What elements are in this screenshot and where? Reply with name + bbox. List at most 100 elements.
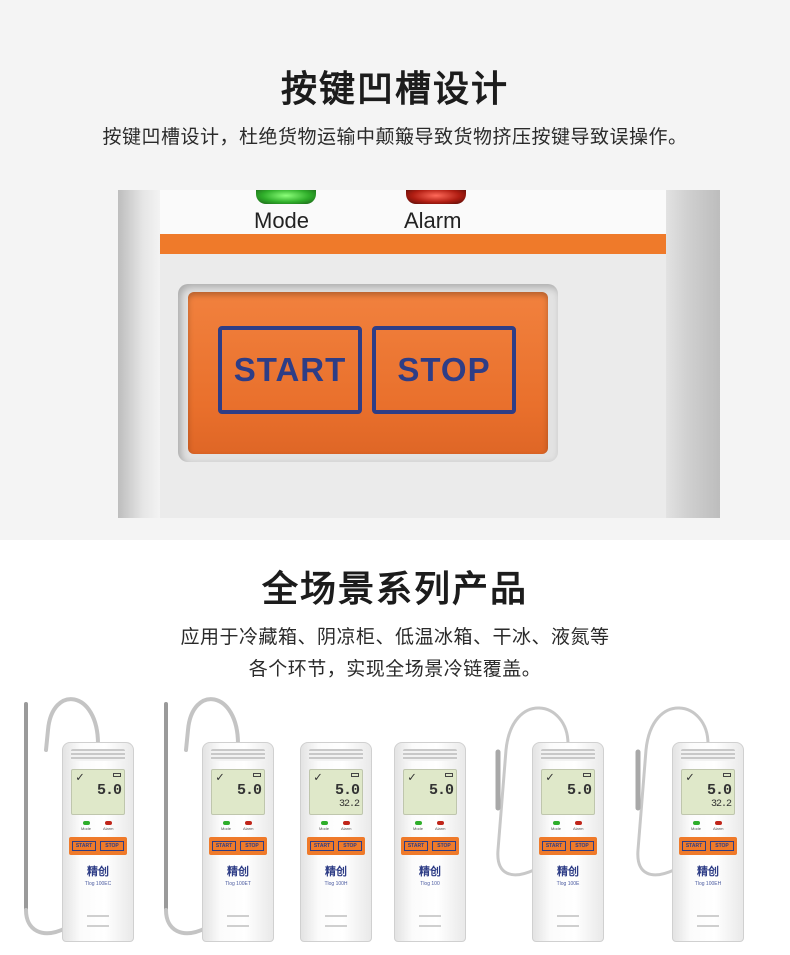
start-button[interactable]: START [310, 841, 334, 851]
model-label: Tlog 100E [556, 881, 580, 887]
probe-cable-icon [164, 697, 240, 936]
logger-body: ✓ 5.0 Mode Alarm START STOP 精创 Tlog 100E… [62, 742, 134, 942]
indicator-leds: Mode Alarm [549, 821, 589, 833]
mode-label: Mode [551, 826, 562, 831]
device-left-edge [118, 190, 160, 518]
brand-logo: 精创 [87, 865, 109, 878]
stop-button[interactable]: STOP [338, 841, 362, 851]
stop-button[interactable]: STOP [240, 841, 264, 851]
hanger-notch [325, 915, 347, 927]
start-button[interactable]: START [72, 841, 96, 851]
battery-icon [723, 773, 731, 777]
mode-label: Mode [254, 208, 310, 233]
alarm-led-icon [406, 190, 466, 204]
brand-logo: 精创 [557, 865, 579, 878]
alarm-label: Alarm [103, 826, 114, 831]
alarm-led-icon [343, 821, 350, 825]
brand-logo: 精创 [697, 865, 719, 878]
stop-button[interactable]: STOP [432, 841, 456, 851]
alarm-label: Alarm [435, 826, 446, 831]
indicator-leds: Mode Alarm [219, 821, 259, 833]
product-card: ✓ 5.0 Mode Alarm START STOP 精创 Tlog 100E… [12, 690, 138, 955]
alarm-label: Alarm [404, 208, 462, 233]
temperature-readout: 5.0 [706, 782, 732, 799]
stop-button[interactable]: STOP [710, 841, 734, 851]
alarm-led-icon [575, 821, 582, 825]
check-icon: ✓ [314, 770, 322, 785]
start-button[interactable]: START [218, 326, 362, 414]
probe-cable [496, 706, 570, 877]
check-icon: ✓ [76, 770, 84, 785]
alarm-label: Alarm [243, 826, 254, 831]
start-button[interactable]: START [212, 841, 236, 851]
lcd-display: ✓ 5.0 [211, 769, 265, 815]
indicator-leds: Mode Alarm [689, 821, 729, 833]
mode-led-icon [415, 821, 422, 825]
mode-label: Mode [319, 826, 330, 831]
stop-button[interactable]: STOP [100, 841, 124, 851]
hanger-notch [87, 915, 109, 927]
hanger-notch [557, 915, 579, 927]
vent-grille [211, 749, 265, 761]
temperature-readout: 5.0 [96, 782, 122, 799]
battery-icon [253, 773, 261, 777]
battery-icon [583, 773, 591, 777]
lcd-display: ✓ 5.0 32.2 [309, 769, 363, 815]
feature-section-buttons: 按键凹槽设计 按键凹槽设计，杜绝货物运输中颠簸导致货物挤压按键导致误操作。 Mo… [0, 0, 790, 540]
stop-button[interactable]: STOP [372, 326, 516, 414]
humidity-readout: 32.2 [710, 799, 732, 810]
device-upper-area: Mode Alarm [160, 190, 666, 234]
probe-cable-icon [24, 697, 100, 936]
start-button[interactable]: START [682, 841, 706, 851]
device-face: Mode Alarm START STOP [160, 190, 666, 518]
probe-cable [164, 908, 208, 936]
product-card: ✓ 5.0 Mode Alarm START STOP 精创 Tlog 100E… [152, 690, 278, 955]
start-button[interactable]: START [542, 841, 566, 851]
probe-cable [184, 697, 240, 752]
product-card: ✓ 5.0 32.2 Mode Alarm START STOP 精创 Tlog… [632, 690, 758, 955]
device-closeup-image: Mode Alarm START STOP [118, 190, 720, 518]
button-panel: START STOP [307, 837, 365, 855]
section-title-products: 全场景系列产品 [261, 569, 528, 610]
indicator-leds: Mode Alarm [411, 821, 451, 833]
brand-logo: 精创 [419, 865, 441, 878]
lcd-display: ✓ 5.0 [541, 769, 595, 815]
hanger-notch [227, 915, 249, 927]
stop-button[interactable]: STOP [570, 841, 594, 851]
vent-grille [681, 749, 735, 761]
check-icon: ✓ [216, 770, 224, 785]
temperature-readout: 5.0 [566, 782, 592, 799]
check-icon: ✓ [408, 770, 416, 785]
mode-label: Mode [691, 826, 702, 831]
indicator-leds: Mode Alarm [79, 821, 119, 833]
vent-grille [71, 749, 125, 761]
product-card: ✓ 5.0 Mode Alarm START STOP 精创 Tlog 100 [394, 690, 520, 955]
logger-body: ✓ 5.0 32.2 Mode Alarm START STOP 精创 Tlog… [300, 742, 372, 942]
section-desc-line1: 应用于冷藏箱、阴凉柜、低温冰箱、干冰、液氮等 [180, 626, 610, 648]
mode-label: Mode [81, 826, 92, 831]
mode-label: Mode [413, 826, 424, 831]
model-label: Tlog 100 [420, 881, 440, 887]
model-label: Tlog 100ET [225, 881, 251, 887]
product-card: ✓ 5.0 Mode Alarm START STOP 精创 Tlog 100E [492, 690, 618, 955]
alarm-label: Alarm [713, 826, 724, 831]
indicator-leds: Mode Alarm [317, 821, 357, 833]
alarm-led-icon [437, 821, 444, 825]
device-right-edge [666, 190, 720, 518]
brand-logo: 精创 [227, 865, 249, 878]
alarm-led-icon [715, 821, 722, 825]
alarm-led-icon [105, 821, 112, 825]
start-button[interactable]: START [404, 841, 428, 851]
orange-stripe [160, 234, 666, 254]
section-title-buttons: 按键凹槽设计 [280, 69, 509, 110]
mode-led-icon [223, 821, 230, 825]
mode-led-icon [256, 190, 316, 204]
check-icon: ✓ [546, 770, 554, 785]
probe-cable [636, 706, 710, 877]
alarm-led-icon [245, 821, 252, 825]
vent-grille [309, 749, 363, 761]
logger-body: ✓ 5.0 Mode Alarm START STOP 精创 Tlog 100 [394, 742, 466, 942]
alarm-label: Alarm [341, 826, 352, 831]
battery-icon [445, 773, 453, 777]
logger-body: ✓ 5.0 Mode Alarm START STOP 精创 Tlog 100E [532, 742, 604, 942]
